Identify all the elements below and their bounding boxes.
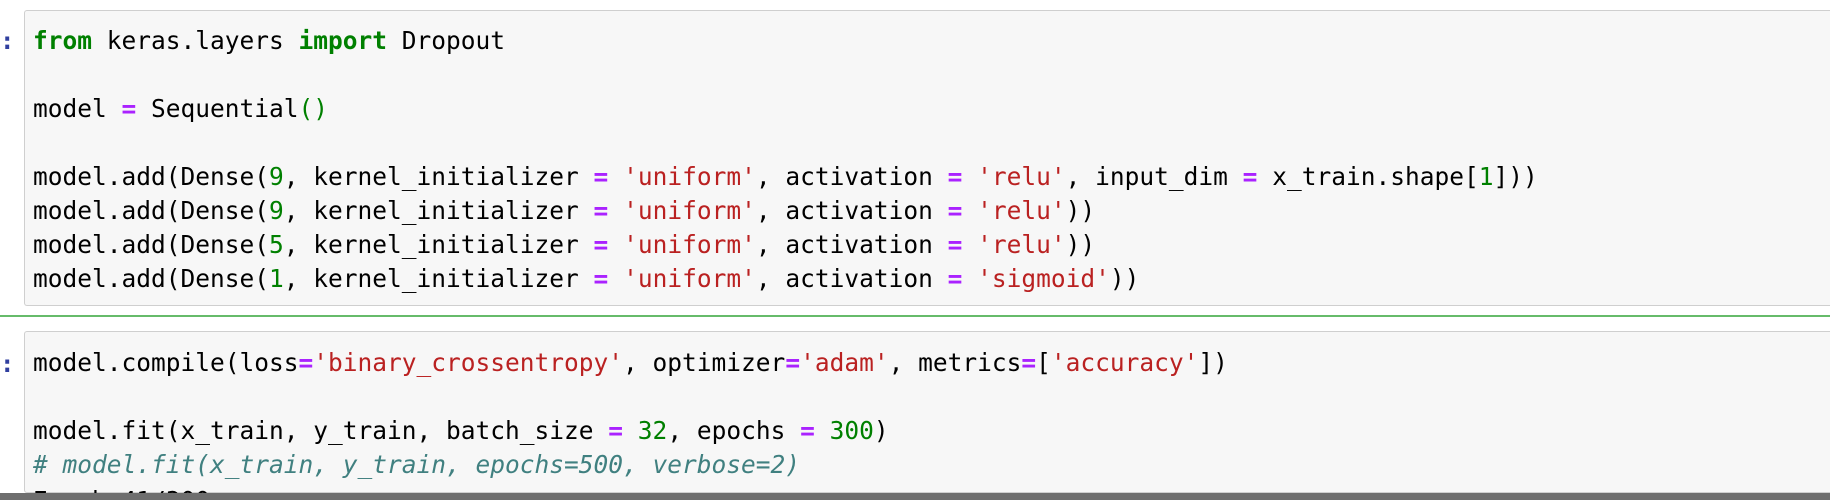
code-token: keras.layers — [92, 26, 299, 55]
code-cell-1[interactable] — [24, 10, 1830, 306]
operator-token: = — [608, 416, 624, 445]
code-line[interactable]: model.add(Dense(1, kernel_initializer = … — [33, 262, 1538, 296]
code-line[interactable] — [33, 126, 1538, 160]
code-token: , input_dim — [1065, 162, 1243, 191]
cell-prompt-2: : — [0, 350, 15, 378]
number-token: 9 — [269, 196, 284, 225]
code-token — [815, 416, 830, 445]
code-token: Sequential — [136, 94, 299, 123]
number-token: 300 — [829, 416, 874, 445]
operator-token: = — [1021, 348, 1037, 377]
keyword-token: import — [298, 26, 388, 55]
code-token: ])) — [1493, 162, 1538, 191]
code-token: model.add(Dense( — [33, 264, 270, 293]
keyword-token: from — [33, 26, 93, 55]
code-token: , optimizer — [623, 348, 786, 377]
code-token: , activation — [755, 230, 948, 259]
code-token: , activation — [755, 162, 948, 191]
operator-token: = — [121, 94, 137, 123]
code-token — [962, 162, 977, 191]
code-token — [962, 230, 977, 259]
code-token: model.add(Dense( — [33, 162, 270, 191]
operator-token: = — [593, 230, 609, 259]
code-token — [962, 196, 977, 225]
operator-token: = — [593, 264, 609, 293]
operator-token: = — [593, 162, 609, 191]
code-token: model.add(Dense( — [33, 196, 270, 225]
code-token: , kernel_initializer — [283, 162, 594, 191]
code-line[interactable]: model.add(Dense(9, kernel_initializer = … — [33, 160, 1538, 194]
code-token: , kernel_initializer — [283, 230, 594, 259]
code-token: model.fit(x_train, y_train, batch_size — [33, 416, 609, 445]
operator-token: = — [947, 162, 963, 191]
code-line[interactable]: model = Sequential() — [33, 92, 1538, 126]
code-line[interactable]: model.fit(x_train, y_train, batch_size =… — [33, 414, 1228, 448]
string-token: 'uniform' — [623, 162, 756, 191]
cell-output-peek: Epoch 41/300 — [33, 484, 210, 493]
string-token: 'relu' — [977, 162, 1066, 191]
code-line[interactable] — [33, 58, 1538, 92]
string-token: 'uniform' — [623, 264, 756, 293]
code-line[interactable]: model.add(Dense(5, kernel_initializer = … — [33, 228, 1538, 262]
paren-token: () — [298, 94, 329, 123]
code-token: ) — [873, 416, 889, 445]
code-token: ]) — [1198, 348, 1228, 377]
number-token: 9 — [269, 162, 284, 191]
code-token: )) — [1065, 196, 1096, 225]
operator-token: = — [785, 348, 801, 377]
code-token: )) — [1065, 230, 1096, 259]
selected-cell-border — [0, 315, 1830, 317]
code-token — [608, 196, 623, 225]
code-token — [623, 416, 638, 445]
code-line[interactable]: model.compile(loss='binary_crossentropy'… — [33, 346, 1228, 380]
code-token: model.compile(loss — [33, 348, 299, 377]
window-bottom-edge — [0, 493, 1830, 500]
cell-prompt-1: : — [0, 27, 15, 55]
code-cell-2[interactable] — [24, 331, 1830, 493]
code-token — [962, 264, 977, 293]
code-token: )) — [1109, 264, 1140, 293]
code-token: , metrics — [888, 348, 1022, 377]
operator-token: = — [593, 196, 609, 225]
code-cell-2-source[interactable]: model.compile(loss='binary_crossentropy'… — [33, 346, 1228, 482]
code-token — [608, 230, 623, 259]
operator-token: = — [947, 196, 963, 225]
code-token: [ — [1036, 348, 1051, 377]
number-token: 5 — [269, 230, 284, 259]
code-line[interactable] — [33, 380, 1228, 414]
number-token: 1 — [1478, 162, 1494, 191]
code-token: , epochs — [667, 416, 801, 445]
code-token — [608, 162, 623, 191]
code-token: , activation — [755, 196, 948, 225]
operator-token: = — [298, 348, 314, 377]
string-token: 'sigmoid' — [977, 264, 1110, 293]
code-token: model — [33, 94, 122, 123]
code-cell-1-source[interactable]: from keras.layers import Dropout model = … — [33, 24, 1538, 296]
code-token: , kernel_initializer — [283, 264, 594, 293]
number-token: 1 — [269, 264, 284, 293]
number-token: 32 — [637, 416, 668, 445]
comment-token: # model.fit(x_train, y_train, epochs=500… — [33, 450, 801, 479]
string-token: 'relu' — [977, 230, 1066, 259]
code-token: Dropout — [387, 26, 506, 55]
code-line[interactable]: model.add(Dense(9, kernel_initializer = … — [33, 194, 1538, 228]
operator-token: = — [800, 416, 815, 445]
operator-token: = — [947, 264, 963, 293]
code-line[interactable]: # model.fit(x_train, y_train, epochs=500… — [33, 448, 1228, 482]
code-token — [608, 264, 623, 293]
string-token: 'accuracy' — [1050, 348, 1199, 377]
code-token: x_train.shape[ — [1257, 162, 1479, 191]
string-token: 'uniform' — [623, 196, 756, 225]
code-token: , activation — [755, 264, 948, 293]
code-token: , kernel_initializer — [283, 196, 594, 225]
string-token: 'uniform' — [623, 230, 756, 259]
code-line[interactable]: from keras.layers import Dropout — [33, 24, 1538, 58]
string-token: 'adam' — [800, 348, 889, 377]
string-token: 'binary_crossentropy' — [313, 348, 624, 377]
code-token: model.add(Dense( — [33, 230, 270, 259]
operator-token: = — [947, 230, 963, 259]
string-token: 'relu' — [977, 196, 1066, 225]
operator-token: = — [1242, 162, 1258, 191]
